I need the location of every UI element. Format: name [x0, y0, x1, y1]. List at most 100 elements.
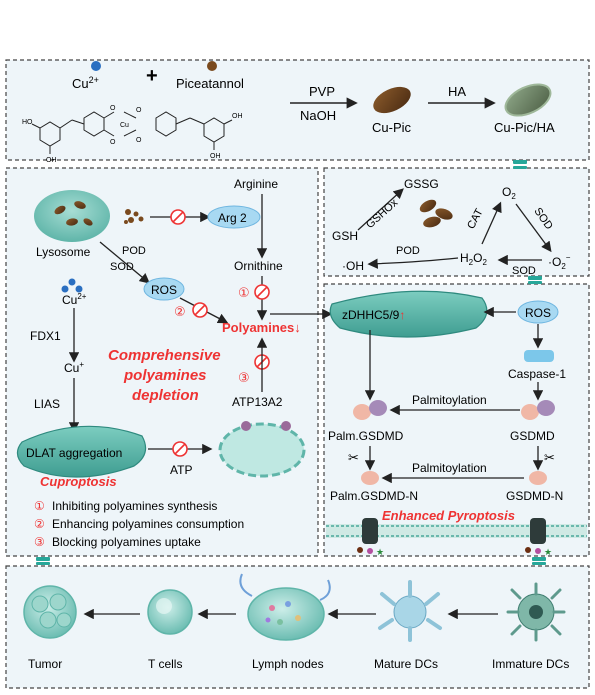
ros-label-left: ROS: [151, 283, 177, 297]
synthesis-panel: [5, 59, 590, 161]
comp-line-2: polyamines: [123, 367, 207, 384]
palm-gsdmd-label: Palm.GSDMD: [328, 429, 404, 443]
palmitoylation-label-1: Palmitoylation: [412, 393, 487, 407]
nanoparticle-cluster-icon: [419, 199, 453, 228]
comp-line-1: Comprehensive: [108, 347, 221, 364]
palm-gsdmd-n-icon: [361, 471, 379, 485]
plus-sign: +: [146, 65, 158, 87]
svg-text:O: O: [110, 139, 116, 146]
arg2-box: [207, 205, 261, 229]
palm-gsdmd-n-label: Palm.GSDMD-N: [330, 489, 418, 503]
sod-label-2: SOD: [512, 265, 536, 277]
inhibit-icon: [170, 209, 186, 225]
legend-2-text: Enhancing polyamines consumption: [52, 517, 244, 531]
vesicle-icon: [218, 421, 306, 478]
palm-gsdmd-icon: [353, 400, 387, 420]
cu-pic-structure: [31, 111, 233, 154]
superoxide-label: ·O2−: [548, 253, 571, 271]
h2o2-to-o2-arrow: [481, 201, 502, 245]
legend-3-text: Blocking polyamines uptake: [52, 535, 201, 549]
t-cell-icon: [147, 589, 193, 635]
tcells-label: T cells: [148, 657, 182, 671]
dlat-label: DLAT aggregation: [26, 446, 122, 460]
oh-label: ·OH: [342, 259, 364, 273]
ros-label-right: ROS: [525, 306, 551, 320]
lymph-node-icon: [239, 573, 331, 641]
gsdmd-n-icon: [529, 471, 547, 485]
polyamines-label: Polyamines↓: [222, 320, 301, 335]
svg-text:O: O: [136, 107, 142, 114]
o2-label: O2: [502, 185, 516, 201]
fdx1-label: FDX1: [30, 329, 61, 343]
ornithine-label: Ornithine: [234, 259, 283, 273]
inhibit-icon: [192, 302, 208, 318]
gsdmd-n-label: GSDMD-N: [506, 489, 563, 503]
pod-label-left: POD: [122, 245, 146, 257]
lymph-nodes-label: Lymph nodes: [252, 657, 324, 671]
caspase-icon: [524, 350, 554, 362]
lyso-to-ros-arrow: [99, 241, 150, 284]
palmitoylation-label-2: Palmitoylation: [412, 461, 487, 475]
piceatannol-label: Piceatannol: [176, 76, 244, 91]
legend-1-text: Inhibiting polyamines synthesis: [52, 499, 217, 513]
cu-pic-ha-particle: [504, 83, 552, 117]
svg-text:OH: OH: [232, 113, 243, 120]
mitochondrion-icon: [16, 425, 147, 478]
svg-text:Cu: Cu: [120, 122, 129, 129]
step-2-marker: ②: [174, 304, 186, 319]
ros-bubble-right: [517, 300, 559, 324]
tumor-icon: [23, 585, 77, 639]
svg-text:OH: OH: [210, 153, 221, 160]
ha-label: HA: [448, 84, 466, 99]
arg2-label: Arg 2: [218, 211, 247, 225]
sod-label-left: SOD: [110, 261, 134, 273]
panel-connector-icons: [36, 160, 546, 565]
h2o2-label: H2O2: [460, 251, 487, 267]
ros-bubble-left: [143, 277, 185, 301]
naoh-label: NaOH: [300, 108, 336, 123]
mature-dcs-label: Mature DCs: [374, 657, 438, 671]
scissors-icon: ✂: [544, 450, 555, 465]
inhibit-icon: [172, 441, 188, 457]
legend-1-marker: ①: [34, 499, 45, 513]
immature-dcs-label: Immature DCs: [492, 657, 569, 671]
legend-3-marker: ③: [34, 535, 45, 549]
lysosome-icon: [34, 190, 110, 242]
comp-line-3: depletion: [132, 387, 199, 404]
mature-dc-icon: [378, 580, 442, 642]
gsh-label: GSH: [332, 229, 358, 243]
piceatannol-icon: [207, 61, 217, 71]
atp13a2-label: ATP13A2: [232, 395, 283, 409]
h2o2-to-oh-arrow: [367, 257, 459, 269]
pvp-label: PVP: [309, 84, 335, 99]
cu-ion-icon: [91, 61, 101, 71]
lias-label: LIAS: [34, 397, 60, 411]
arginine-label: Arginine: [234, 177, 278, 191]
scissors-icon: ✂: [348, 450, 359, 465]
gsdmd-label: GSDMD: [510, 429, 555, 443]
svg-text:OH: OH: [46, 157, 57, 164]
cu-pic-particle: [373, 86, 411, 114]
gsh-arrow: [357, 188, 404, 231]
cell-membrane-icon: ★ ★: [326, 518, 587, 557]
cu-plus-label: Cu+: [64, 360, 84, 375]
nanoparticle-cluster-icon: [54, 201, 93, 226]
atp-label: ATP: [170, 463, 192, 477]
caspase-label: Caspase-1: [508, 367, 566, 381]
enhanced-pyroptosis-label: Enhanced Pyroptosis: [382, 508, 515, 523]
gsdmd-icon: [521, 400, 555, 420]
zdhhc-mitochondrion-icon: [329, 290, 488, 338]
svg-text:HO: HO: [22, 119, 33, 126]
zdhhc-label: zDHHC5/9↑: [342, 308, 405, 322]
lysosome-label: Lysosome: [36, 245, 91, 259]
cu2-label: Cu2+: [62, 292, 87, 307]
o2-to-superoxide-arrow: [515, 203, 552, 253]
svg-text:★: ★: [544, 547, 552, 557]
cu-pic-ha-label: Cu-Pic/HA: [494, 120, 555, 135]
svg-text:★: ★: [376, 547, 384, 557]
immature-dc-icon: [506, 582, 566, 642]
pod-label-ros: POD: [396, 245, 420, 257]
cu-label: Cu2+: [72, 75, 99, 91]
